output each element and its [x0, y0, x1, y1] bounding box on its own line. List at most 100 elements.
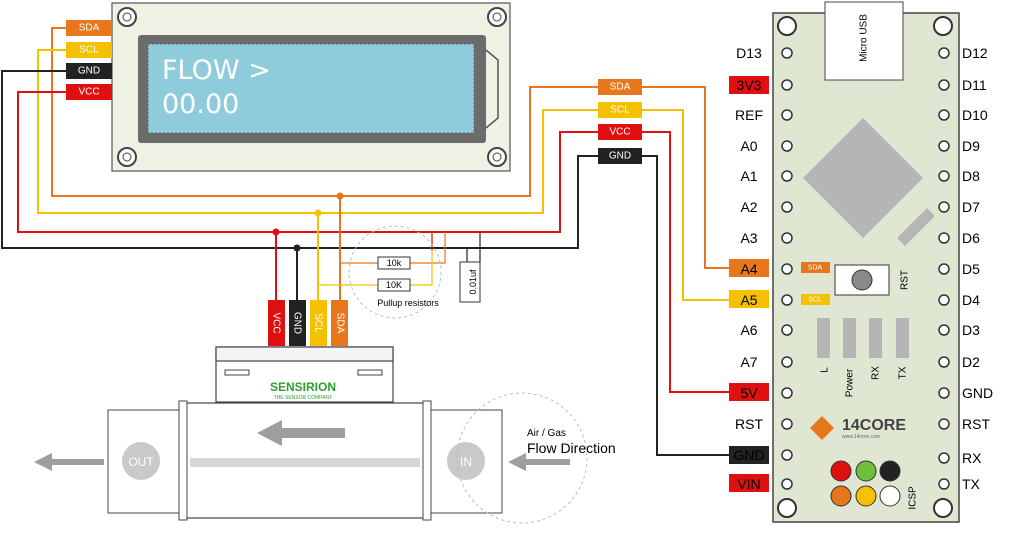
flow-sensor: SENSIRION THE SENSOR COMPANY OUT IN Air …	[34, 346, 616, 524]
right-pin-label: D10	[962, 107, 988, 123]
arduino-board: Micro USB RST SDA SCL L Power RX TX 14CO…	[772, 1, 960, 523]
right-pin-hole	[938, 324, 950, 336]
right-pin-hole	[938, 109, 950, 121]
board-scl-tag: SCL	[808, 297, 822, 304]
left-pin-hole	[781, 449, 793, 461]
left-pin-label: 5V	[740, 385, 758, 401]
right-pin-label: RST	[962, 416, 990, 432]
left-pin-label: VIN	[737, 476, 760, 492]
junction-dots	[272, 192, 344, 252]
led-rx-label: RX	[871, 366, 882, 380]
right-pin-label: D12	[962, 45, 988, 61]
left-pin-label: A0	[740, 138, 757, 154]
left-pin-hole	[781, 294, 793, 306]
right-pin-label: D2	[962, 354, 980, 370]
wire-scl-a5	[642, 109, 733, 301]
out-arrow-icon	[34, 453, 104, 471]
icsp-label: ICSP	[908, 486, 919, 510]
chip-icon	[803, 118, 923, 238]
left-pin-hole	[781, 387, 793, 399]
left-pin-hole	[781, 478, 793, 490]
flow-direction-label: Flow Direction	[527, 440, 616, 456]
board-sda-tag: SDA	[808, 265, 823, 272]
left-pin-label: A2	[740, 199, 757, 215]
right-pin-hole	[938, 387, 950, 399]
sensor-brand: SENSIRION	[270, 380, 336, 394]
right-pin-label: D5	[962, 261, 980, 277]
wire-lcd-vcc	[17, 91, 600, 233]
right-pin-label: D8	[962, 168, 980, 184]
wire-r2	[318, 232, 433, 286]
right-pin-label: D3	[962, 322, 980, 338]
left-pin-hole	[781, 47, 793, 59]
left-pin-label: GND	[733, 447, 764, 463]
led-power-label: Power	[845, 368, 856, 397]
mid-tag-vcc: VCC	[609, 127, 630, 138]
flow-arrow-icon	[257, 420, 345, 446]
left-pin-hole	[781, 356, 793, 368]
left-pin-label: A6	[740, 322, 757, 338]
right-pin-label: RX	[962, 450, 982, 466]
left-pin-label: A4	[740, 261, 757, 277]
left-pin-label: REF	[735, 107, 763, 123]
left-pin-label: A5	[740, 292, 757, 308]
left-pin-label: A7	[740, 354, 757, 370]
mid-tags: SDA SCL VCC GND	[598, 79, 642, 164]
logo-icon	[810, 416, 834, 440]
right-pin-hole	[938, 47, 950, 59]
wire-gnd-gnd	[642, 155, 733, 456]
led-l-label: L	[820, 367, 831, 373]
lcd-pin-vcc: VCC	[78, 87, 99, 98]
left-pin-hole	[781, 140, 793, 152]
capacitor-label: 0.01uf	[468, 269, 478, 295]
right-pin-hole	[938, 478, 950, 490]
mid-tag-gnd: GND	[609, 151, 631, 162]
wire-lcd-gnd	[1, 70, 600, 249]
right-pin-label: D11	[962, 77, 987, 93]
flow-small-label: Air / Gas	[527, 428, 566, 439]
led-tx-label: TX	[898, 366, 909, 379]
usb-label: Micro USB	[859, 14, 870, 62]
wire-r1	[340, 232, 446, 264]
right-pin-hole	[938, 232, 950, 244]
lcd-pin-tags: SDA SCL GND VCC	[66, 20, 112, 100]
sensor-pin-scl: SCL	[313, 313, 324, 333]
sensor-tagline: THE SENSOR COMPANY	[274, 395, 333, 401]
left-pin-label: 3V3	[737, 77, 762, 93]
resistor-1-label: 10k	[387, 258, 402, 268]
right-pin-hole	[938, 452, 950, 464]
left-pin-hole	[781, 79, 793, 91]
left-pin-hole	[781, 201, 793, 213]
right-pin-hole	[938, 356, 950, 368]
lcd-pin-gnd: GND	[78, 66, 100, 77]
wire-lcd-sda	[51, 27, 600, 197]
pullup-caption: Pullup resistors	[377, 298, 439, 308]
sensor-pin-sda: SDA	[335, 313, 346, 334]
right-pin-hole	[938, 79, 950, 91]
sensor-pin-tags: VCC GND SCL SDA	[268, 300, 348, 346]
right-pin-hole	[938, 263, 950, 275]
lcd-pin-scl: SCL	[79, 45, 99, 56]
right-pin-label: D6	[962, 230, 980, 246]
right-pin-label: D7	[962, 199, 980, 215]
wire-lcd-scl	[37, 49, 600, 214]
right-pin-label: GND	[962, 385, 993, 401]
left-pin-hole	[781, 263, 793, 275]
sensor-out-label: OUT	[128, 455, 154, 469]
in-arrow-icon	[508, 453, 570, 471]
left-pin-hole	[781, 109, 793, 121]
mid-tag-scl: SCL	[610, 105, 630, 116]
right-pin-hole	[938, 170, 950, 182]
lcd-module: FLOW > 00.00	[111, 2, 511, 172]
left-pin-hole	[781, 232, 793, 244]
left-pin-hole	[781, 324, 793, 336]
sensor-pin-gnd: GND	[292, 312, 303, 334]
sensor-pin-vcc: VCC	[271, 312, 282, 333]
lcd-pin-sda: SDA	[79, 23, 100, 34]
reset-button	[851, 269, 873, 291]
resistor-2-label: 10K	[386, 280, 402, 290]
left-pin-label: A1	[740, 168, 757, 184]
